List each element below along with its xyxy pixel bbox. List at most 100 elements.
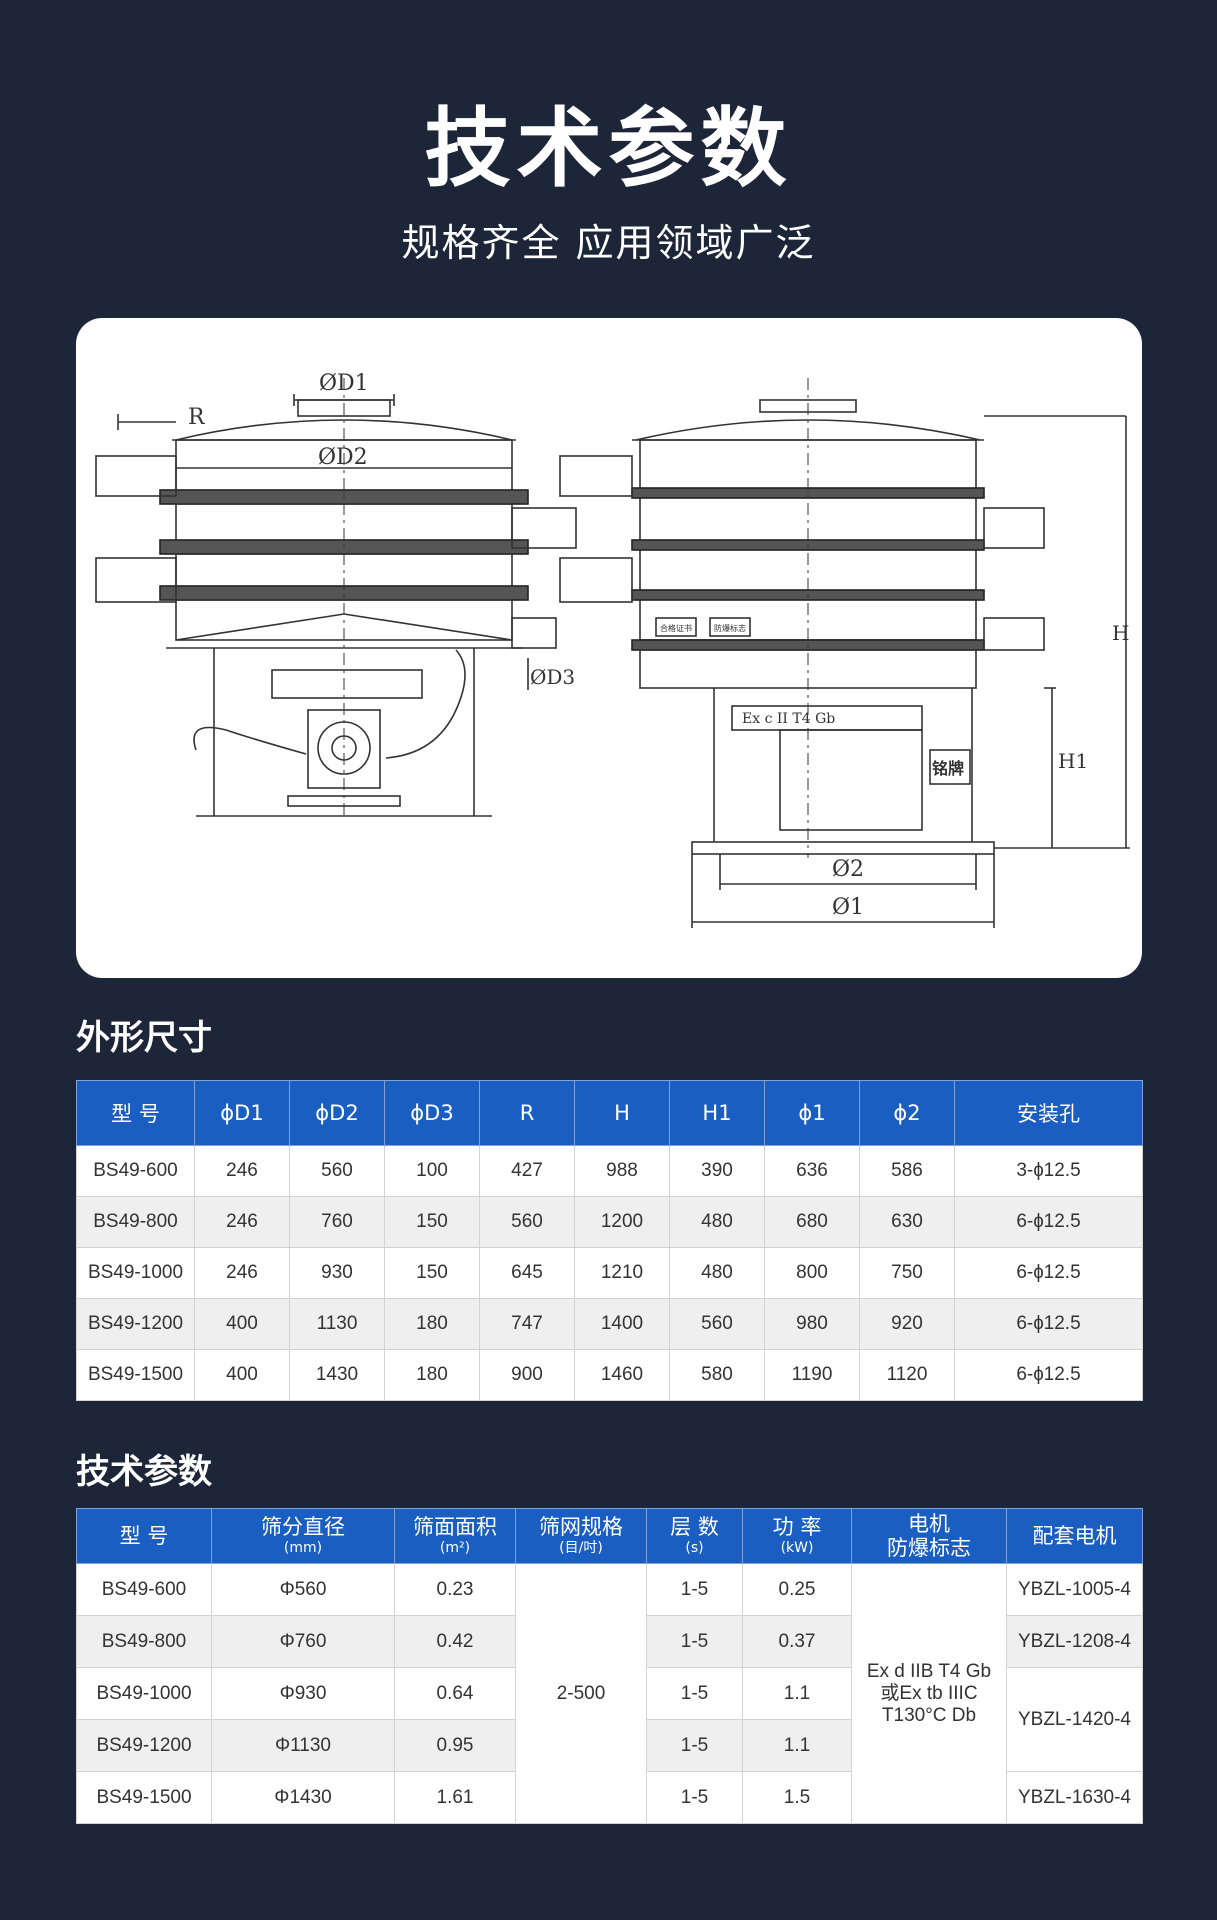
cell: Φ1130 xyxy=(211,1719,395,1772)
right-view: 合格证书 防爆标志 Ex c II T4 Gb 铭牌 Ø2 Ø1 xyxy=(559,378,1130,928)
cell: YBZL-1420-4 xyxy=(1006,1667,1143,1772)
col-mount-holes: 安装孔 xyxy=(954,1080,1143,1146)
col-d2: ɸD2 xyxy=(289,1080,385,1146)
cell: 1130 xyxy=(289,1298,385,1350)
header-label: 筛面面积 xyxy=(413,1515,497,1539)
header-unit: (m²) xyxy=(439,1540,471,1556)
cell: 150 xyxy=(384,1196,480,1248)
cell: 246 xyxy=(194,1145,290,1197)
col-phi2: ɸ2 xyxy=(859,1080,955,1146)
cell: 747 xyxy=(479,1298,575,1350)
cell: 427 xyxy=(479,1145,575,1197)
cell: Φ1430 xyxy=(211,1771,395,1824)
cell: 150 xyxy=(384,1247,480,1299)
cell: 1.1 xyxy=(742,1667,852,1720)
col-area: 筛面面积(m²) xyxy=(394,1508,516,1564)
technical-header-row: 型 号 筛分直径(mm) 筛面面积(m²) 筛网规格(目/吋) 层 数(s) 功… xyxy=(76,1508,1143,1564)
col-power: 功 率(kW) xyxy=(742,1508,852,1564)
cell: BS49-1000 xyxy=(76,1667,212,1720)
cell: 1210 xyxy=(574,1247,670,1299)
table-row: BS49-600 246 560 100 427 988 390 636 586… xyxy=(76,1145,1143,1197)
technical-table: 型 号 筛分直径(mm) 筛面面积(m²) 筛网规格(目/吋) 层 数(s) 功… xyxy=(76,1508,1143,1824)
explosion-mark-cell: Ex d IIB T4 Gb 或Ex tb IIIC T130°C Db xyxy=(851,1563,1007,1824)
cell: 630 xyxy=(859,1196,955,1248)
header-unit: (mm) xyxy=(283,1540,323,1556)
cell: 180 xyxy=(384,1349,480,1401)
page-title: 技术参数 xyxy=(424,99,793,199)
col-mesh: 筛网规格(目/吋) xyxy=(515,1508,647,1564)
label-o2: Ø2 xyxy=(832,857,864,882)
col-phi1: ɸ1 xyxy=(764,1080,860,1146)
cell: Φ760 xyxy=(211,1615,395,1668)
cell: 1-5 xyxy=(646,1563,743,1616)
cell: 560 xyxy=(289,1145,385,1197)
cell: YBZL-1630-4 xyxy=(1006,1771,1143,1824)
col-diameter: 筛分直径(mm) xyxy=(211,1508,395,1564)
cell: 980 xyxy=(764,1298,860,1350)
cell: 1460 xyxy=(574,1349,670,1401)
cell: 645 xyxy=(479,1247,575,1299)
cell: 560 xyxy=(479,1196,575,1248)
header-label: 配套电机 xyxy=(1032,1524,1117,1548)
cell: 586 xyxy=(859,1145,955,1197)
table-row: BS49-1200 400 1130 180 747 1400 560 980 … xyxy=(76,1298,1143,1350)
tag-explosion: 防爆标志 xyxy=(714,623,746,633)
cell: BS49-1200 xyxy=(76,1719,212,1772)
cell: 930 xyxy=(289,1247,385,1299)
col-d3: ɸD3 xyxy=(384,1080,480,1146)
table-row: BS49-1500 Φ1430 1.61 1-5 1.5 YBZL-1630-4 xyxy=(76,1771,1143,1824)
col-h1: H1 xyxy=(669,1080,765,1146)
table-row: BS49-1000 246 930 150 645 1210 480 800 7… xyxy=(76,1247,1143,1299)
col-model: 型 号 xyxy=(76,1080,195,1146)
cell: 900 xyxy=(479,1349,575,1401)
label-o1: Ø1 xyxy=(832,895,864,920)
header-unit: (目/吋) xyxy=(559,1540,603,1556)
cell: 680 xyxy=(764,1196,860,1248)
cell: BS49-600 xyxy=(76,1145,195,1197)
cell: 400 xyxy=(194,1349,290,1401)
label-r: R xyxy=(188,405,206,430)
cell: BS49-1200 xyxy=(76,1298,195,1350)
header-label: 功 率 xyxy=(772,1515,822,1539)
table-row: BS49-800 246 760 150 560 1200 480 680 63… xyxy=(76,1196,1143,1248)
col-motor: 配套电机 xyxy=(1006,1508,1143,1564)
dimensions-header-row: 型 号 ɸD1 ɸD2 ɸD3 R H H1 ɸ1 ɸ2 安装孔 xyxy=(76,1080,1143,1146)
cell: 1-5 xyxy=(646,1667,743,1720)
cell: YBZL-1005-4 xyxy=(1006,1563,1143,1616)
header-label: 筛分直径 xyxy=(261,1515,345,1539)
cell: 6-ɸ12.5 xyxy=(954,1196,1143,1248)
header-unit: (kW) xyxy=(780,1540,814,1556)
cell: 480 xyxy=(669,1196,765,1248)
col-d1: ɸD1 xyxy=(194,1080,290,1146)
cell: 6-ɸ12.5 xyxy=(954,1247,1143,1299)
cell: Φ930 xyxy=(211,1667,395,1720)
cell: BS49-1500 xyxy=(76,1349,195,1401)
cell: 636 xyxy=(764,1145,860,1197)
dimensions-heading: 外形尺寸 xyxy=(76,1018,212,1058)
cell: BS49-800 xyxy=(76,1615,212,1668)
cell: 1.61 xyxy=(394,1771,516,1824)
cell: 6-ɸ12.5 xyxy=(954,1349,1143,1401)
cell: 480 xyxy=(669,1247,765,1299)
cell: 580 xyxy=(669,1349,765,1401)
col-model: 型 号 xyxy=(76,1508,212,1564)
col-h: H xyxy=(574,1080,670,1146)
cell: 400 xyxy=(194,1298,290,1350)
cell: 920 xyxy=(859,1298,955,1350)
cell: 0.42 xyxy=(394,1615,516,1668)
mesh-cell: 2-500 xyxy=(515,1563,647,1824)
col-layers: 层 数(s) xyxy=(646,1508,743,1564)
col-r: R xyxy=(479,1080,575,1146)
label-h1: H1 xyxy=(1058,749,1088,773)
cell: 800 xyxy=(764,1247,860,1299)
technical-heading: 技术参数 xyxy=(76,1452,212,1492)
cell: 246 xyxy=(194,1247,290,1299)
nameplate-label: 铭牌 xyxy=(932,759,964,778)
header-label: 电机 防爆标志 xyxy=(887,1512,971,1560)
table-row: BS49-800 Φ760 0.42 1-5 0.37 YBZL-1208-4 xyxy=(76,1615,1143,1668)
cell: 0.23 xyxy=(394,1563,516,1616)
cell: 1-5 xyxy=(646,1771,743,1824)
cell: 246 xyxy=(194,1196,290,1248)
cell: BS49-600 xyxy=(76,1563,212,1616)
cell: 750 xyxy=(859,1247,955,1299)
